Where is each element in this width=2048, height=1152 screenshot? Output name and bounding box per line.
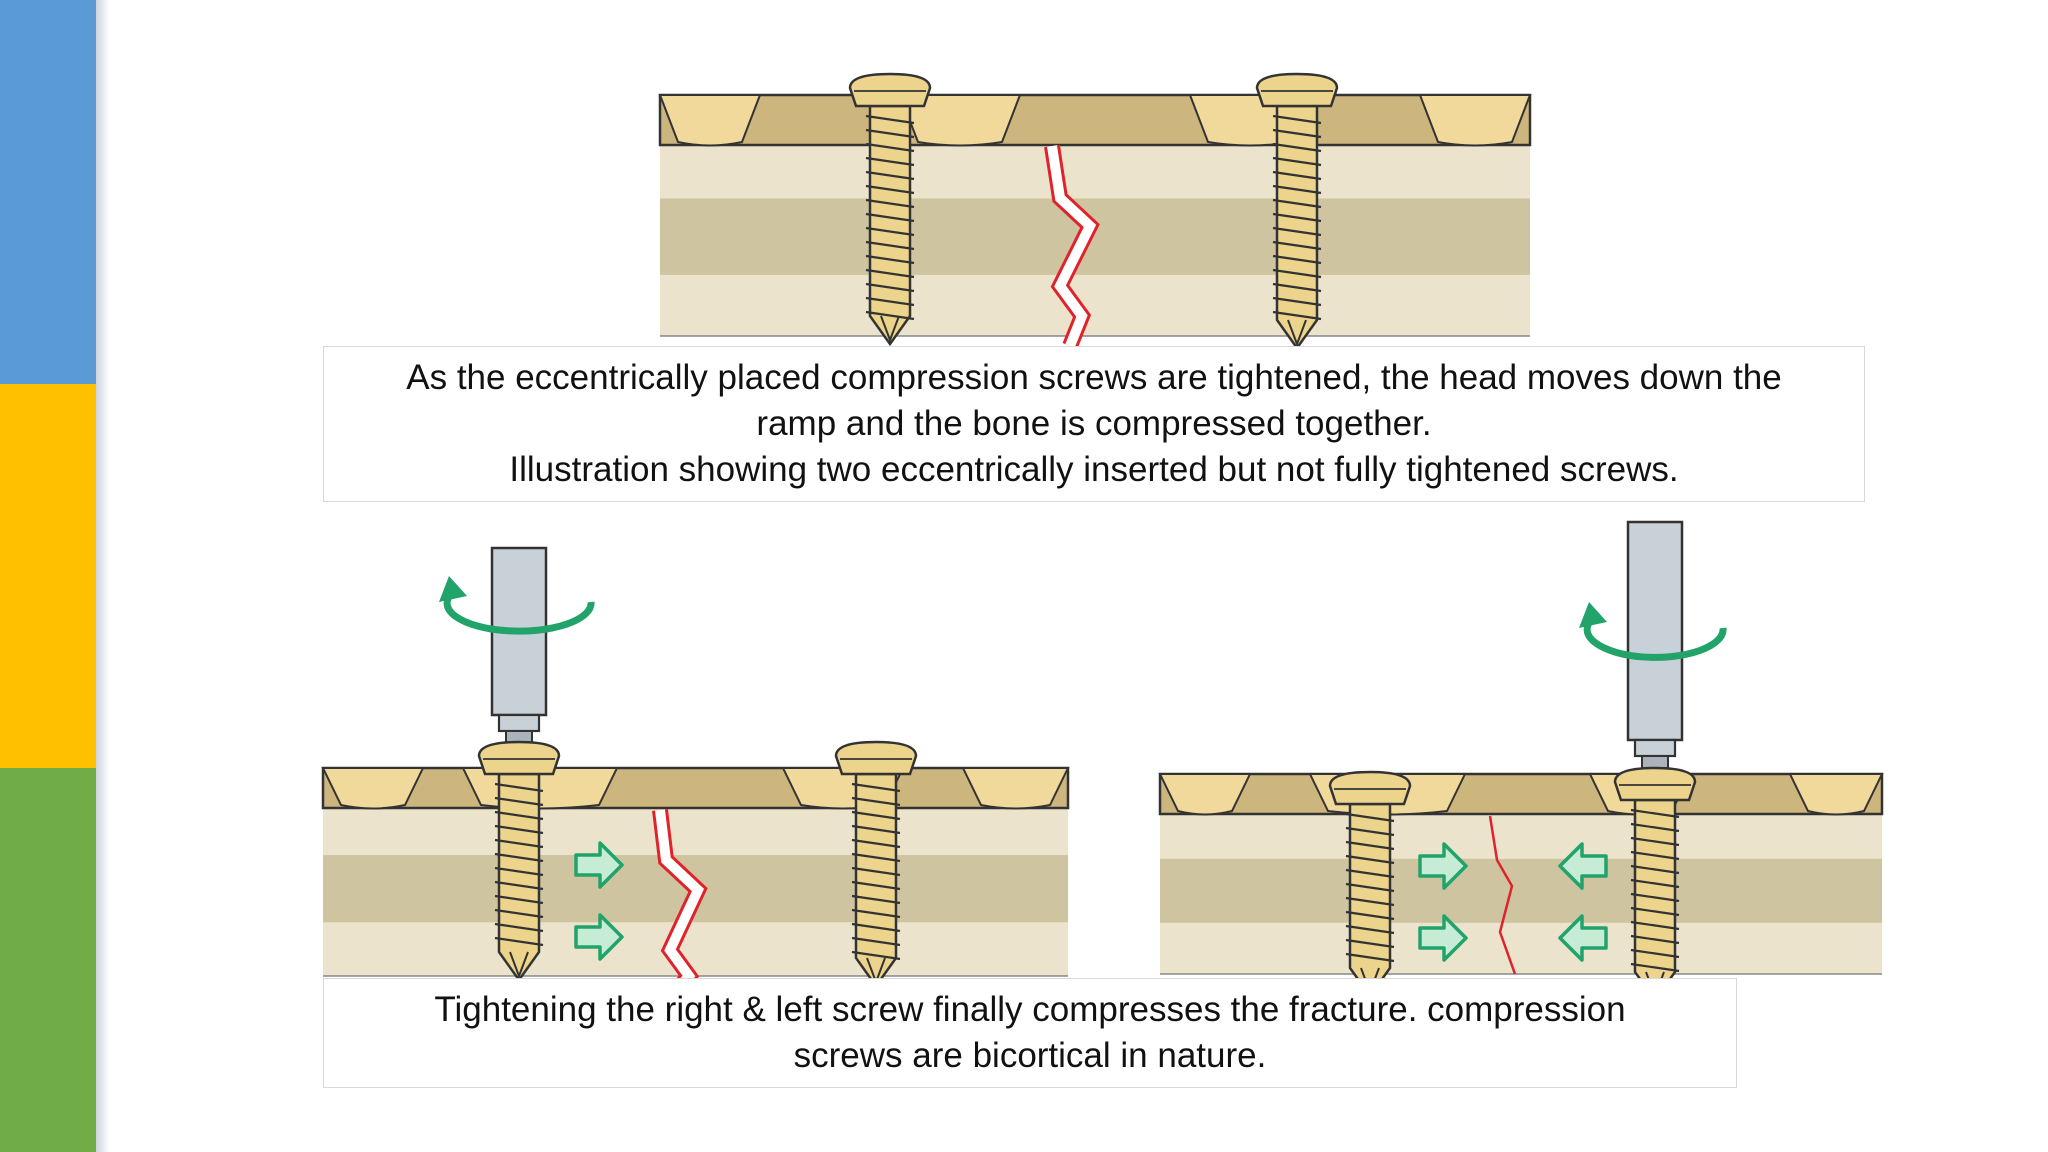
illustration-screws-not-tightened (658, 72, 1532, 351)
screwdriver (490, 546, 548, 744)
screw-right (1255, 72, 1339, 351)
screwdriver (1626, 520, 1684, 769)
plate-and-bone (1158, 772, 1884, 975)
sidebar-band-green (0, 768, 96, 1152)
caption-top-line-3: Illustration showing two eccentrically i… (509, 450, 1679, 489)
compression-arrow-icon (1418, 842, 1608, 962)
screw-left (1328, 770, 1412, 999)
caption-top: As the eccentrically placed compression … (323, 346, 1865, 502)
caption-bottom-line-2: screws are bicortical in nature. (793, 1036, 1267, 1075)
screw-left (477, 740, 561, 983)
sidebar-band-yellow (0, 384, 96, 768)
caption-bottom: Tightening the right & left screw finall… (323, 978, 1737, 1088)
caption-top-line-2: ramp and the bone is compressed together… (756, 404, 1432, 443)
rotate-arrow-icon (439, 576, 595, 635)
fracture-line (1488, 815, 1517, 975)
sidebar-band-blue (0, 0, 96, 384)
sidebar-shadow (96, 0, 110, 1152)
rotate-arrow-icon (1579, 602, 1727, 661)
caption-bottom-line-1: Tightening the right & left screw finall… (434, 990, 1626, 1029)
fracture-line (1044, 144, 1100, 349)
plate-and-bone (321, 766, 1070, 977)
compression-arrow-icon (574, 841, 624, 961)
screw-right (834, 740, 918, 989)
illustration-left-screw-tightening (321, 546, 1070, 998)
illustration-right-screw-tightening (1158, 520, 1884, 1003)
caption-top-line-1: As the eccentrically placed compression … (406, 358, 1782, 397)
plate-and-bone (658, 93, 1532, 337)
screw-left (848, 72, 932, 347)
